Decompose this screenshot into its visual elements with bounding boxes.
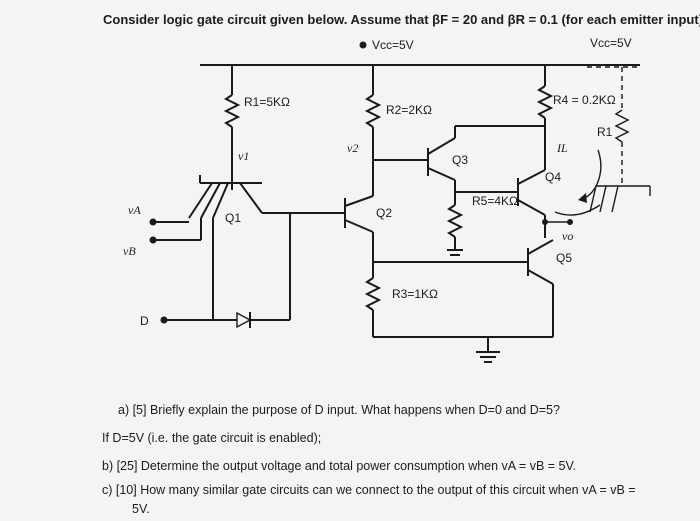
q1-emitter-b [200, 182, 221, 219]
q5-emitter [527, 269, 554, 285]
q1-collector [239, 182, 263, 214]
r3-resistor [364, 277, 382, 311]
vcc-right-label: Vcc=5V [590, 36, 632, 50]
v2-label: v2 [347, 141, 358, 155]
q1-label: Q1 [225, 211, 241, 225]
q1-emitter-a [188, 182, 213, 219]
v1-label: v1 [238, 149, 249, 163]
il-label: IL [556, 141, 568, 155]
q5-label: Q5 [556, 251, 572, 265]
r4-label: R4 = 0.2KΩ [553, 93, 616, 107]
question-b: b) [25] Determine the output voltage and… [102, 459, 576, 473]
header-text: Consider logic gate circuit given below.… [103, 12, 700, 27]
load-emitter-3 [611, 185, 619, 213]
load-emitter-1 [589, 185, 597, 213]
q3-collector [427, 137, 456, 155]
r2-resistor [364, 94, 382, 128]
q1-emitter-c [212, 182, 229, 219]
r1-right-label: R1 [597, 125, 613, 139]
d-label: D [140, 314, 149, 328]
r5-label: R5=4KΩ [472, 194, 518, 208]
r1-resistor [223, 94, 241, 128]
r1-label: R1=5KΩ [244, 95, 290, 109]
il-arrowhead [578, 193, 587, 203]
question-c-line1: c) [10] How many similar gate circuits c… [102, 483, 636, 497]
q2-emitter [344, 219, 374, 233]
load-emitter-2 [599, 185, 607, 213]
vcc-node [359, 41, 367, 49]
q3-emitter [427, 167, 456, 181]
q2-collector [344, 195, 374, 207]
q2-label: Q2 [376, 206, 392, 220]
output-terminal [567, 219, 573, 225]
question-enabled: If D=5V (i.e. the gate circuit is enable… [102, 431, 321, 445]
il-arrow [579, 149, 602, 201]
q4-label: Q4 [545, 170, 561, 184]
vb-label: vB [123, 244, 136, 258]
load-curve [554, 204, 601, 216]
r2-label: R2=2KΩ [386, 103, 432, 117]
q5-collector [527, 239, 554, 255]
r3-label: R3=1KΩ [392, 287, 438, 301]
va-label: vA [128, 203, 141, 217]
question-a: a) [5] Briefly explain the purpose of D … [118, 403, 560, 417]
r5-resistor [446, 204, 464, 238]
q3-label: Q3 [452, 153, 468, 167]
q4-emitter [517, 199, 546, 216]
question-c-line2: 5V. [132, 502, 150, 516]
load-resistor [614, 109, 630, 143]
q4-collector [517, 169, 546, 185]
r4-resistor [536, 85, 554, 119]
vo-label: vo [562, 229, 573, 243]
diode-symbol [236, 311, 252, 329]
vcc-label: Vcc=5V [372, 38, 414, 52]
